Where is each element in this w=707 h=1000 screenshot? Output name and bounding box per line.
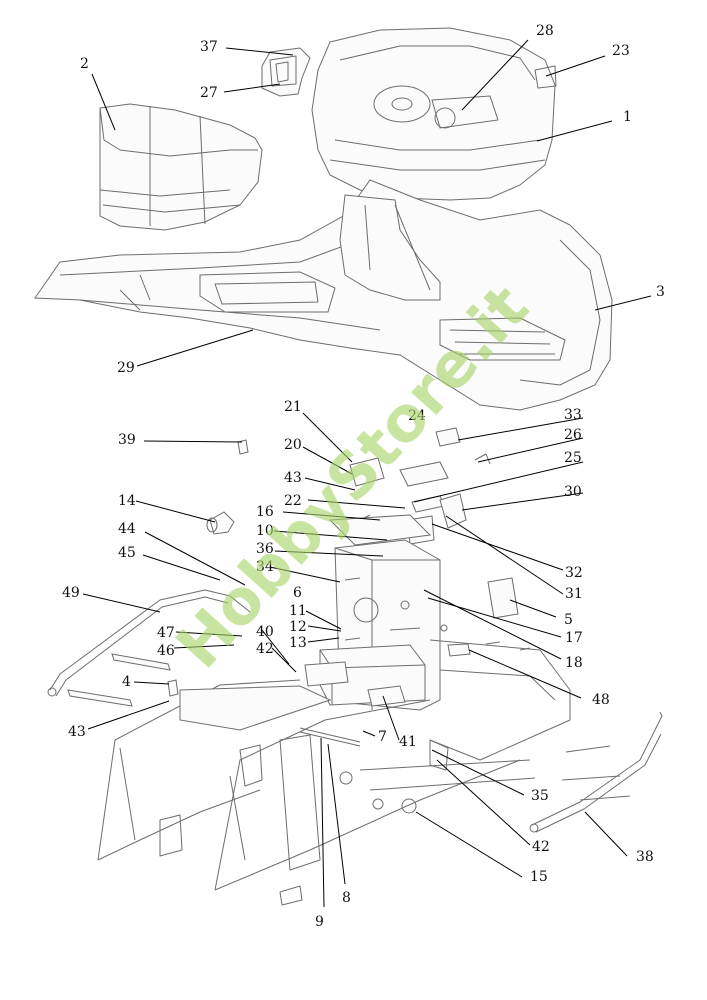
part-drawings xyxy=(34,27,663,906)
callout-29: 29 xyxy=(117,360,135,376)
left-bumper-part xyxy=(47,589,251,697)
callout-35: 35 xyxy=(531,788,549,804)
callout-37: 37 xyxy=(200,39,218,55)
callout-labels: 1 2 3 4 5 6 7 8 9 10 11 12 13 14 15 16 1… xyxy=(62,23,665,930)
callout-49: 49 xyxy=(62,585,80,601)
callout-14: 14 xyxy=(118,493,136,509)
callout-4: 4 xyxy=(122,674,131,690)
callout-10: 10 xyxy=(256,523,274,539)
callout-16: 16 xyxy=(256,504,274,520)
hood-part xyxy=(99,103,263,231)
callout-15: 15 xyxy=(530,869,548,885)
callout-20: 20 xyxy=(284,437,302,453)
right-bumper-part xyxy=(529,711,663,833)
callout-5: 5 xyxy=(564,612,573,628)
main-frame-part xyxy=(97,639,571,906)
callout-40: 40 xyxy=(256,624,274,640)
callout-43b: 43 xyxy=(68,724,86,740)
callout-39: 39 xyxy=(118,432,136,448)
callout-11: 11 xyxy=(289,603,307,619)
callout-2: 2 xyxy=(80,56,89,72)
callout-13: 13 xyxy=(289,635,307,651)
callout-47: 47 xyxy=(157,625,175,641)
callout-34: 34 xyxy=(256,559,274,575)
callout-26: 26 xyxy=(564,427,582,443)
callout-31: 31 xyxy=(565,586,583,602)
callout-1: 1 xyxy=(623,109,632,125)
callout-32: 32 xyxy=(565,565,583,581)
callout-17: 17 xyxy=(565,630,583,646)
skid-plates-part xyxy=(67,653,179,707)
callout-38: 38 xyxy=(636,849,654,865)
callout-44: 44 xyxy=(118,521,136,537)
callout-48: 48 xyxy=(592,692,610,708)
upper-plates-part xyxy=(349,427,491,545)
bracket-box-part xyxy=(487,577,519,619)
switch-housing-part xyxy=(261,47,311,97)
callout-8: 8 xyxy=(342,890,351,906)
callout-18: 18 xyxy=(565,655,583,671)
callout-43a: 43 xyxy=(284,470,302,486)
callout-36: 36 xyxy=(256,541,274,557)
callout-22: 22 xyxy=(284,493,302,509)
callout-27: 27 xyxy=(200,85,218,101)
chassis-cover-part xyxy=(34,179,613,411)
callout-6: 6 xyxy=(293,585,302,601)
callout-21: 21 xyxy=(284,399,302,415)
callout-3: 3 xyxy=(656,284,665,300)
knob-part xyxy=(206,511,235,535)
callout-7: 7 xyxy=(378,729,387,745)
dashboard-part xyxy=(311,27,557,201)
callout-41: 41 xyxy=(399,734,417,750)
callout-12: 12 xyxy=(289,619,307,635)
callout-25: 25 xyxy=(564,450,582,466)
callout-30: 30 xyxy=(564,484,582,500)
pin-part xyxy=(237,439,249,455)
small-fittings-part xyxy=(440,624,531,657)
rod-part xyxy=(299,727,361,747)
callout-9: 9 xyxy=(315,914,324,930)
leader-lines xyxy=(82,39,652,908)
callout-33: 33 xyxy=(564,407,582,423)
callout-23: 23 xyxy=(612,43,630,59)
callout-24: 24 xyxy=(408,408,426,424)
callout-45: 45 xyxy=(118,545,136,561)
callout-28: 28 xyxy=(536,23,554,39)
callout-42a: 42 xyxy=(256,641,274,657)
callout-46: 46 xyxy=(157,643,175,659)
callout-42b: 42 xyxy=(532,839,550,855)
